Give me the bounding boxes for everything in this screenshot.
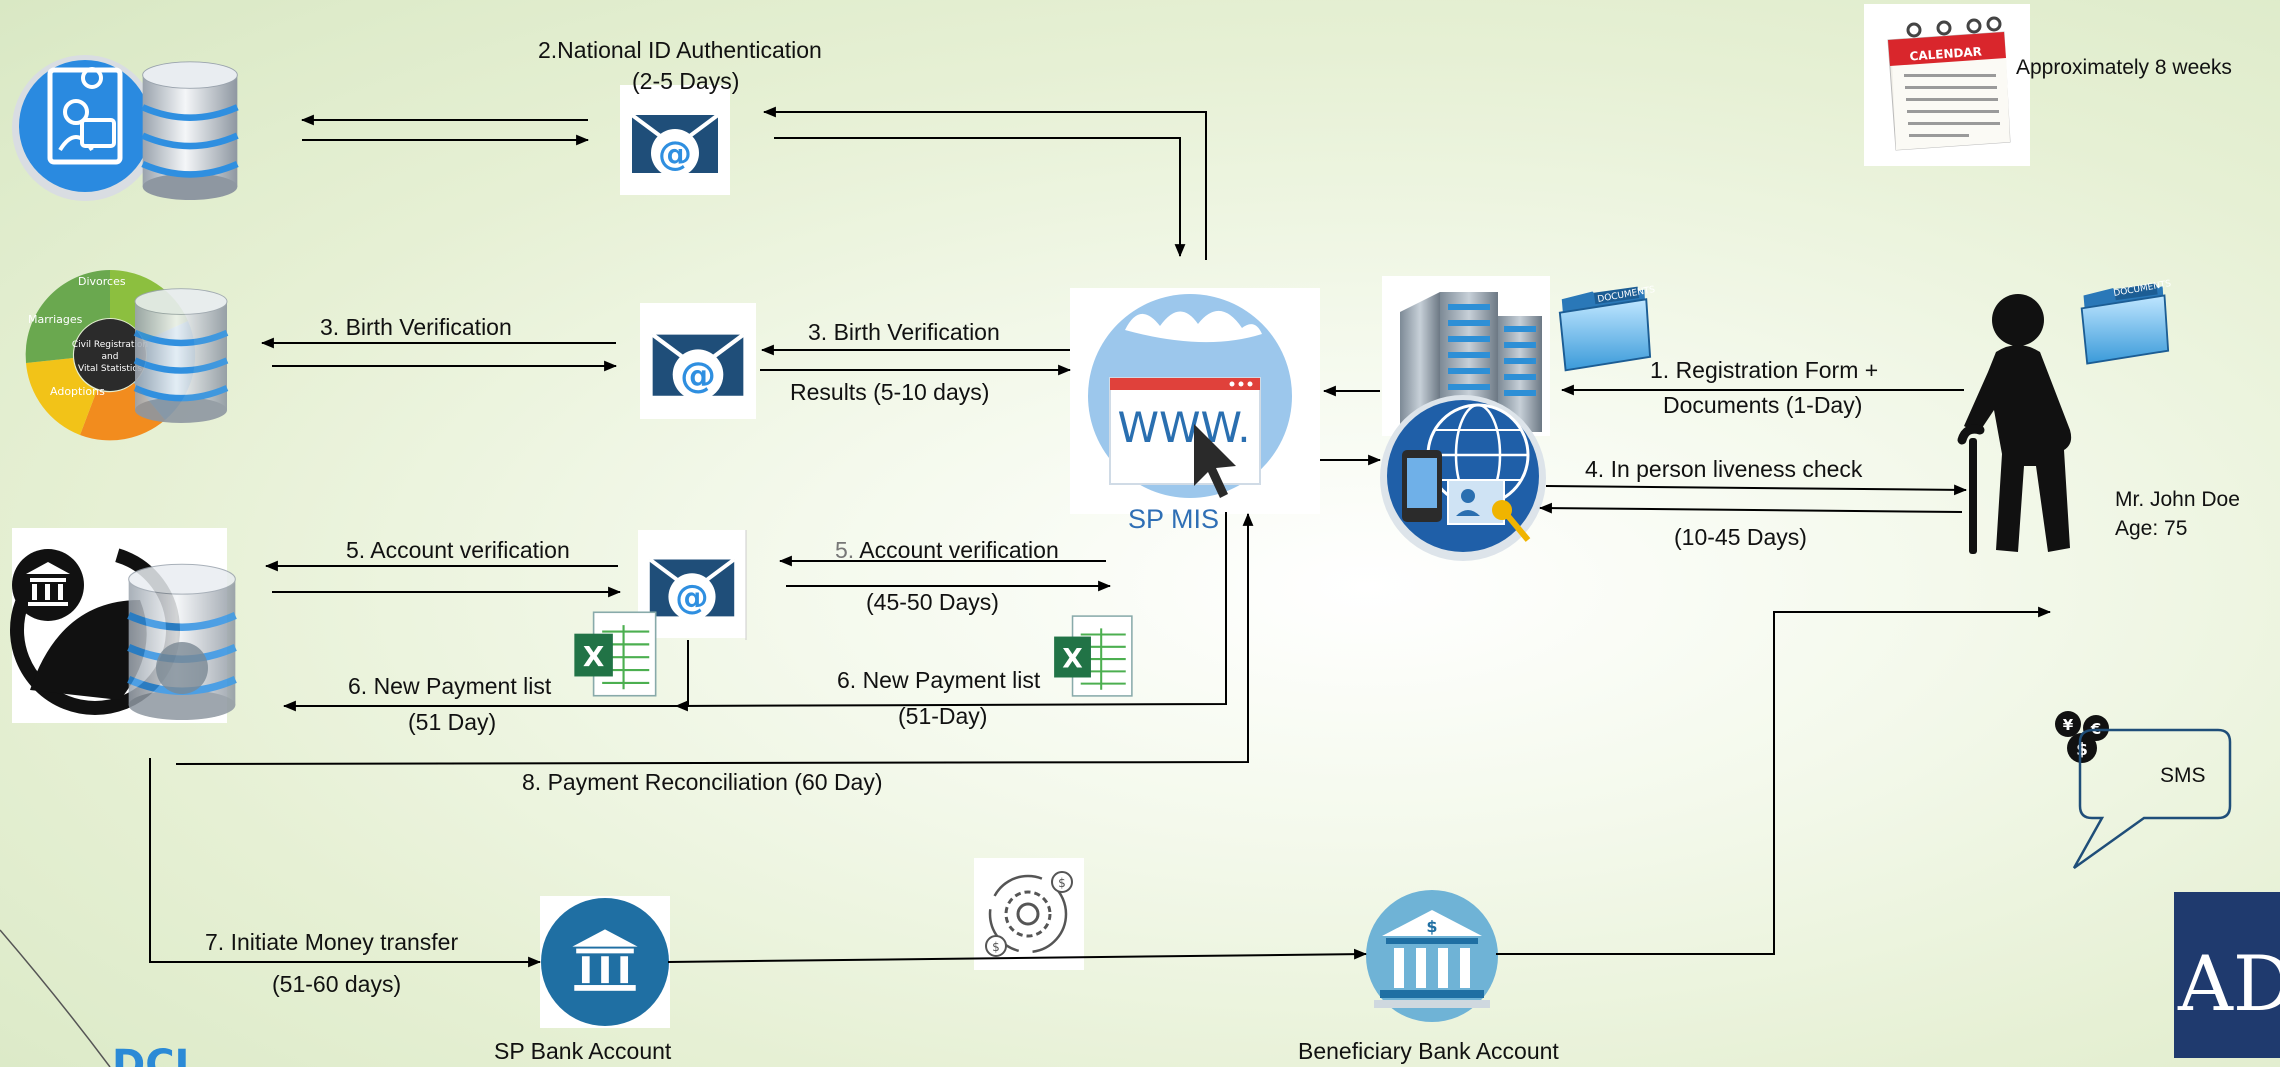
arrow-reconciliation [175,512,1254,765]
svg-text:$: $ [2076,740,2088,760]
person-name: Mr. John Doe [2115,488,2240,511]
step5-duration: (45-50 Days) [866,589,999,615]
step5-right-number: 5. [835,537,855,563]
step1-label: 1. Registration Form + [1650,357,1879,383]
step6-right-duration: (51-Day) [898,703,988,729]
step2-duration: (2-5 Days) [632,68,740,94]
arrow-payment-list-right [674,512,1227,712]
registry-center-line1: Civil Registration [72,340,148,350]
registry-center-line2: and [102,352,119,362]
beneficiary-bank-label: Beneficiary Bank Account [1298,1038,1559,1064]
www-label: WWW. [1117,403,1250,452]
step1-duration: Documents (1-Day) [1663,392,1863,418]
step6-left-label: 6. New Payment list [348,673,552,699]
step3-left-label: 3. Birth Verification [320,314,512,340]
arrow-beneficiary-to-person [1496,606,2052,955]
excel-icon-left [573,611,657,697]
calendar-note: Approximately 8 weeks [2016,56,2232,79]
registry-seg-bottom: Adoptions [50,385,105,398]
arrow-payment-list-left [282,640,689,712]
svg-text:$: $ [1058,876,1066,890]
step8-label: 8. Payment Reconciliation (60 Day) [522,769,883,795]
email-icon-top [620,85,730,195]
registry-seg-left: Marriages [28,313,83,326]
step6-right-label: 6. New Payment list [837,667,1041,693]
calendar-header: CALENDAR [1909,44,1982,63]
arrow-initiate-transfer [149,758,542,968]
arrow-mis-to-id [762,106,1207,260]
calendar-icon: CALENDAR [1864,4,2030,166]
sms-bubble-icon [2072,728,2232,870]
arrow-liveness-back [1538,502,1963,514]
step4-duration: (10-45 Days) [1674,524,1807,550]
registry-center-line3: Vital Statistics [78,364,142,374]
svg-text:¥: ¥ [2063,716,2074,734]
step3-right-label: 3. Birth Verification [808,319,1000,345]
globe-mobile-icon [1380,395,1546,561]
svg-text:$: $ [992,940,1000,954]
gear-money-icon: $ $ [974,858,1084,970]
sp-bank-icon [540,896,670,1028]
beneficiary-bank-icon: $ [1366,890,1498,1022]
corner-logo-text: AD [2177,939,2280,1028]
email-icon-middle [640,303,756,419]
svg-text:$: $ [1426,917,1437,936]
arrow-id-to-mis [774,137,1186,258]
step4-label: 4. In person liveness check [1585,456,1863,482]
identity-database-icon [12,55,237,201]
arrow-sp-to-beneficiary [667,948,1368,963]
flow-arrows [149,106,2052,968]
person-age: Age: 75 [2115,517,2188,540]
sp-bank-label: SP Bank Account [494,1038,672,1064]
sp-mis-label: SP MIS [1128,504,1220,534]
registry-seg-top: Divorces [78,275,126,288]
step7-duration: (51-60 days) [272,971,402,997]
step2-label: 2.National ID Authentication [538,37,822,63]
global-bank-database-icon [10,528,235,723]
arrow-liveness-out [1545,484,1968,496]
sms-label: SMS [2160,764,2206,787]
step3-results-label: Results (5-10 days) [790,379,990,405]
step5-right-label: 5. Account verification [835,537,1059,563]
step6-left-duration: (51 Day) [408,709,497,735]
step5-left-label: 5. Account verification [346,537,570,563]
elderly-person-icon [1957,294,2072,554]
excel-icon-right [1053,615,1133,697]
registry-database-icon [135,289,227,423]
web-browser-icon: WWW. [1070,288,1320,514]
step7-label: 7. Initiate Money transfer [205,929,459,955]
corner-brand-text: DCI [112,1042,189,1067]
corner-logo-box [2174,892,2280,1058]
step5-right-text: Account verification [854,537,1059,563]
